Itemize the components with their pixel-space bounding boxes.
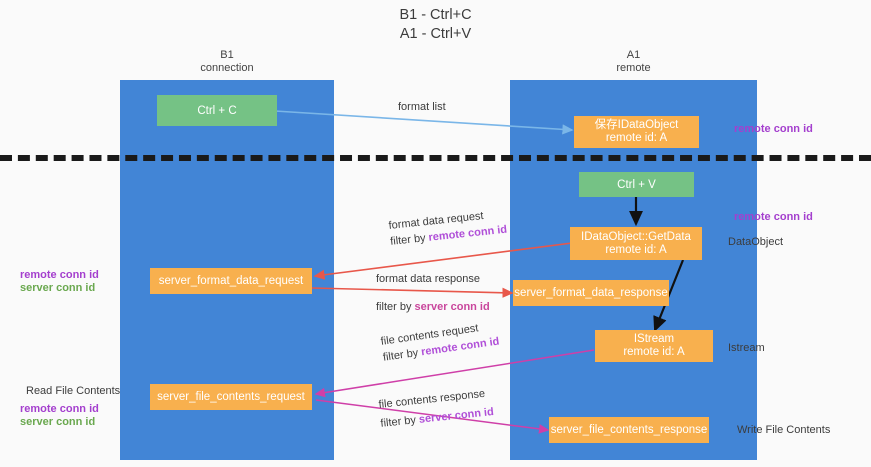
annotation-remote-conn-id-top: remote conn id — [734, 123, 813, 135]
node-save-idataobject-line1: 保存IDataObject — [594, 119, 679, 131]
annotation-left-remote-conn-id: remote conn id — [20, 269, 99, 281]
node-ctrl-c[interactable]: Ctrl + C — [157, 95, 277, 126]
node-server-format-data-response-label: server_format_data_response — [514, 287, 668, 299]
annotation-dataobject: DataObject — [728, 236, 784, 248]
edge-label-format-data-response-filter: filter by server conn id — [376, 301, 490, 314]
node-ctrl-c-label: Ctrl + C — [197, 104, 237, 117]
node-server-file-contents-request-label: server_file_contents_request — [157, 391, 305, 403]
node-ctrl-v-label: Ctrl + V — [617, 178, 656, 191]
title-line-2: A1 - Ctrl+V — [399, 26, 472, 42]
node-server-format-data-response[interactable]: server_format_data_response — [513, 280, 669, 306]
title-line-1: B1 - Ctrl+C — [399, 7, 472, 23]
filter-prefix-2: filter by — [376, 301, 415, 313]
filter-prefix-3: filter by — [382, 346, 423, 364]
node-getdata-line2: remote id: A — [605, 243, 667, 256]
lane-header-b1: B1 connection — [200, 49, 254, 74]
edge-label-group-file-contents-request: file contents request filter by remote c… — [380, 320, 500, 365]
edge-label-group-file-contents-response: file contents response filter by server … — [378, 387, 494, 431]
annotation-left-server-conn-id: server conn id — [20, 282, 96, 294]
edge-label-group-format-data-response: format data response filter by server co… — [376, 273, 490, 314]
annotation-remote-conn-id-mid: remote conn id — [734, 211, 813, 223]
node-server-format-data-request[interactable]: server_format_data_request — [150, 268, 312, 294]
annotation-write-file-contents: Write File Contents — [737, 424, 831, 436]
edge-label-format-list: format list — [398, 101, 446, 113]
node-istream-line2: remote id: A — [623, 346, 685, 358]
annotation-read-file-contents: Read File Contents — [26, 385, 121, 397]
node-istream[interactable]: IStream remote id: A — [595, 330, 713, 362]
annotation-left-server-conn-id-2: server conn id — [20, 416, 96, 428]
phase-separator-dashed-line — [0, 155, 871, 161]
node-server-format-data-request-label: server_format_data_request — [158, 275, 304, 287]
annotation-left-remote-conn-id-2: remote conn id — [20, 403, 99, 415]
node-idataobject-getdata[interactable]: IDataObject::GetData remote id: A — [570, 227, 702, 260]
diagram-title: B1 - Ctrl+C A1 - Ctrl+V — [0, 6, 871, 44]
node-save-idataobject-line2: remote id: A — [605, 132, 668, 144]
filter-key-server-conn-id-2: server conn id — [418, 406, 495, 426]
annotation-istream: Istream — [728, 342, 765, 354]
edge-label-format-data-response: format data response — [376, 273, 480, 285]
filter-prefix-4: filter by — [379, 413, 420, 430]
node-ctrl-v[interactable]: Ctrl + V — [579, 172, 694, 197]
node-save-idataobject[interactable]: 保存IDataObject remote id: A — [574, 116, 699, 148]
node-getdata-line1: IDataObject::GetData — [581, 230, 691, 243]
filter-key-server-conn-id-1: server conn id — [414, 301, 490, 313]
node-server-file-contents-response-label: server_file_contents_response — [550, 424, 708, 436]
edge-label-group-format-data-request: format data request filter by remote con… — [388, 208, 508, 249]
lane-header-a1: A1 remote — [616, 49, 651, 74]
node-server-file-contents-response[interactable]: server_file_contents_response — [549, 417, 709, 443]
node-istream-line1: IStream — [633, 333, 675, 345]
filter-prefix-1: filter by — [389, 231, 430, 248]
node-server-file-contents-request[interactable]: server_file_contents_request — [150, 384, 312, 410]
